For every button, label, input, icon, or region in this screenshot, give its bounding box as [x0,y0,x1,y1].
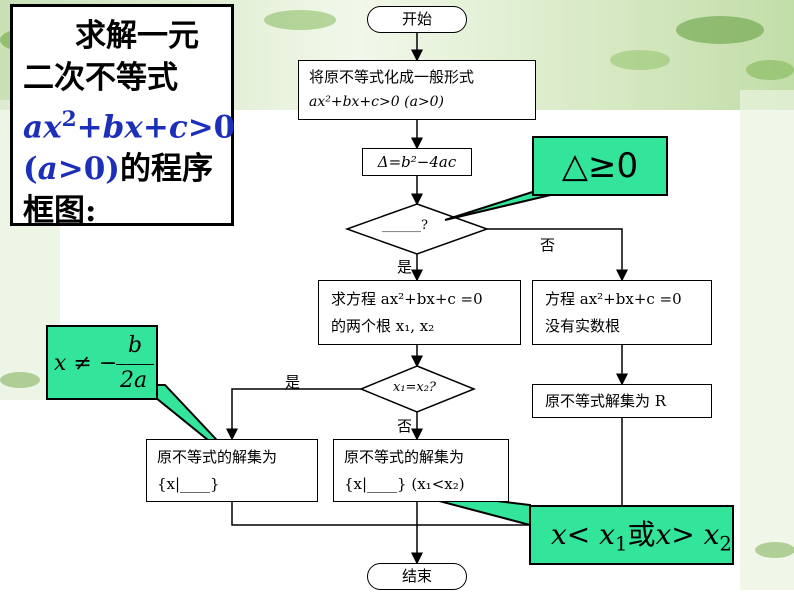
step-no-real-roots: 方程 ax²+bx+c =0 没有实数根 [532,280,712,345]
leaf-shape [755,542,794,558]
step-solution-distinct-roots-line1: 原不等式的解集为 [344,448,465,466]
step-find-roots-line1: 求方程 ax²+bx+c =0 [331,290,483,308]
callout-x-not-equal-denominator: 2a [120,368,148,393]
connector-line [231,502,622,526]
step-general-form: 将原不等式化成一般形式 ax²+bx+c>0 (a>0) [298,60,536,120]
step-find-roots-line2: 的两个根 x₁, x₂ [331,317,435,335]
step-solution-equal-roots: 原不等式的解集为 {x|____} [146,439,318,502]
decision-diamond-delta [344,203,490,255]
label-yes-roots: 是 [285,373,301,391]
end-node: 结束 [367,563,467,590]
connector-line [487,228,628,282]
step-general-form-line1: 将原不等式化成一般形式 [309,68,475,86]
leaf-shape [676,16,764,44]
connector-line [226,388,361,441]
callout-root-range: x< x1或x> x2 [529,505,734,565]
callout-x-not-equal-left: x ≠ − [54,351,118,376]
step-discriminant: Δ=b²−4ac [362,148,472,176]
callout-x-not-equal: x ≠ − b 2a [46,325,158,400]
leaf-shape [746,60,794,80]
label-yes-delta: 是 [397,258,413,276]
right-leaf-band [740,90,794,590]
title-line-4: (a>0)的程序 [23,151,213,188]
title-line-1: 求解一元 [75,18,199,54]
step-no-real-roots-line2: 没有实数根 [545,317,621,335]
step-solution-equal-roots-line1: 原不等式的解集为 [157,448,278,466]
decision-delta-text: ______? [382,218,428,233]
leaf-shape [0,372,40,388]
step-solution-R: 原不等式解集为 R [532,384,712,418]
fraction-bar [116,364,154,365]
title-box: 求解一元 二次不等式 ax2+bx+c>0 (a>0)的程序 框图: [10,4,236,229]
leaf-shape [264,10,336,30]
label-no-delta: 否 [540,236,556,254]
step-solution-distinct-roots: 原不等式的解集为 {x|____} (x₁<x₂) [333,439,509,502]
label-no-roots: 否 [397,417,413,435]
callout-delta-condition: △≥0 [532,136,668,196]
step-general-form-line2: ax²+bx+c>0 (a>0) [309,94,445,110]
step-solution-equal-roots-line2: {x|____} [157,475,220,493]
decision-roots-text: x₁=x₂? [393,380,436,395]
title-line-2: 二次不等式 [23,60,178,96]
decision-diamond-roots [359,365,477,413]
callout-x-not-equal-numerator: b [128,333,143,358]
step-find-roots: 求方程 ax²+bx+c =0 的两个根 x₁, x₂ [318,280,521,345]
start-node: 开始 [367,6,467,33]
title-line-5: 框图: [23,193,97,230]
title-formula: ax2+bx+c>0 [23,107,236,146]
step-solution-distinct-roots-line2: {x|____} (x₁<x₂) [344,475,465,493]
leaf-shape [610,50,670,70]
step-no-real-roots-line1: 方程 ax²+bx+c =0 [545,290,682,308]
